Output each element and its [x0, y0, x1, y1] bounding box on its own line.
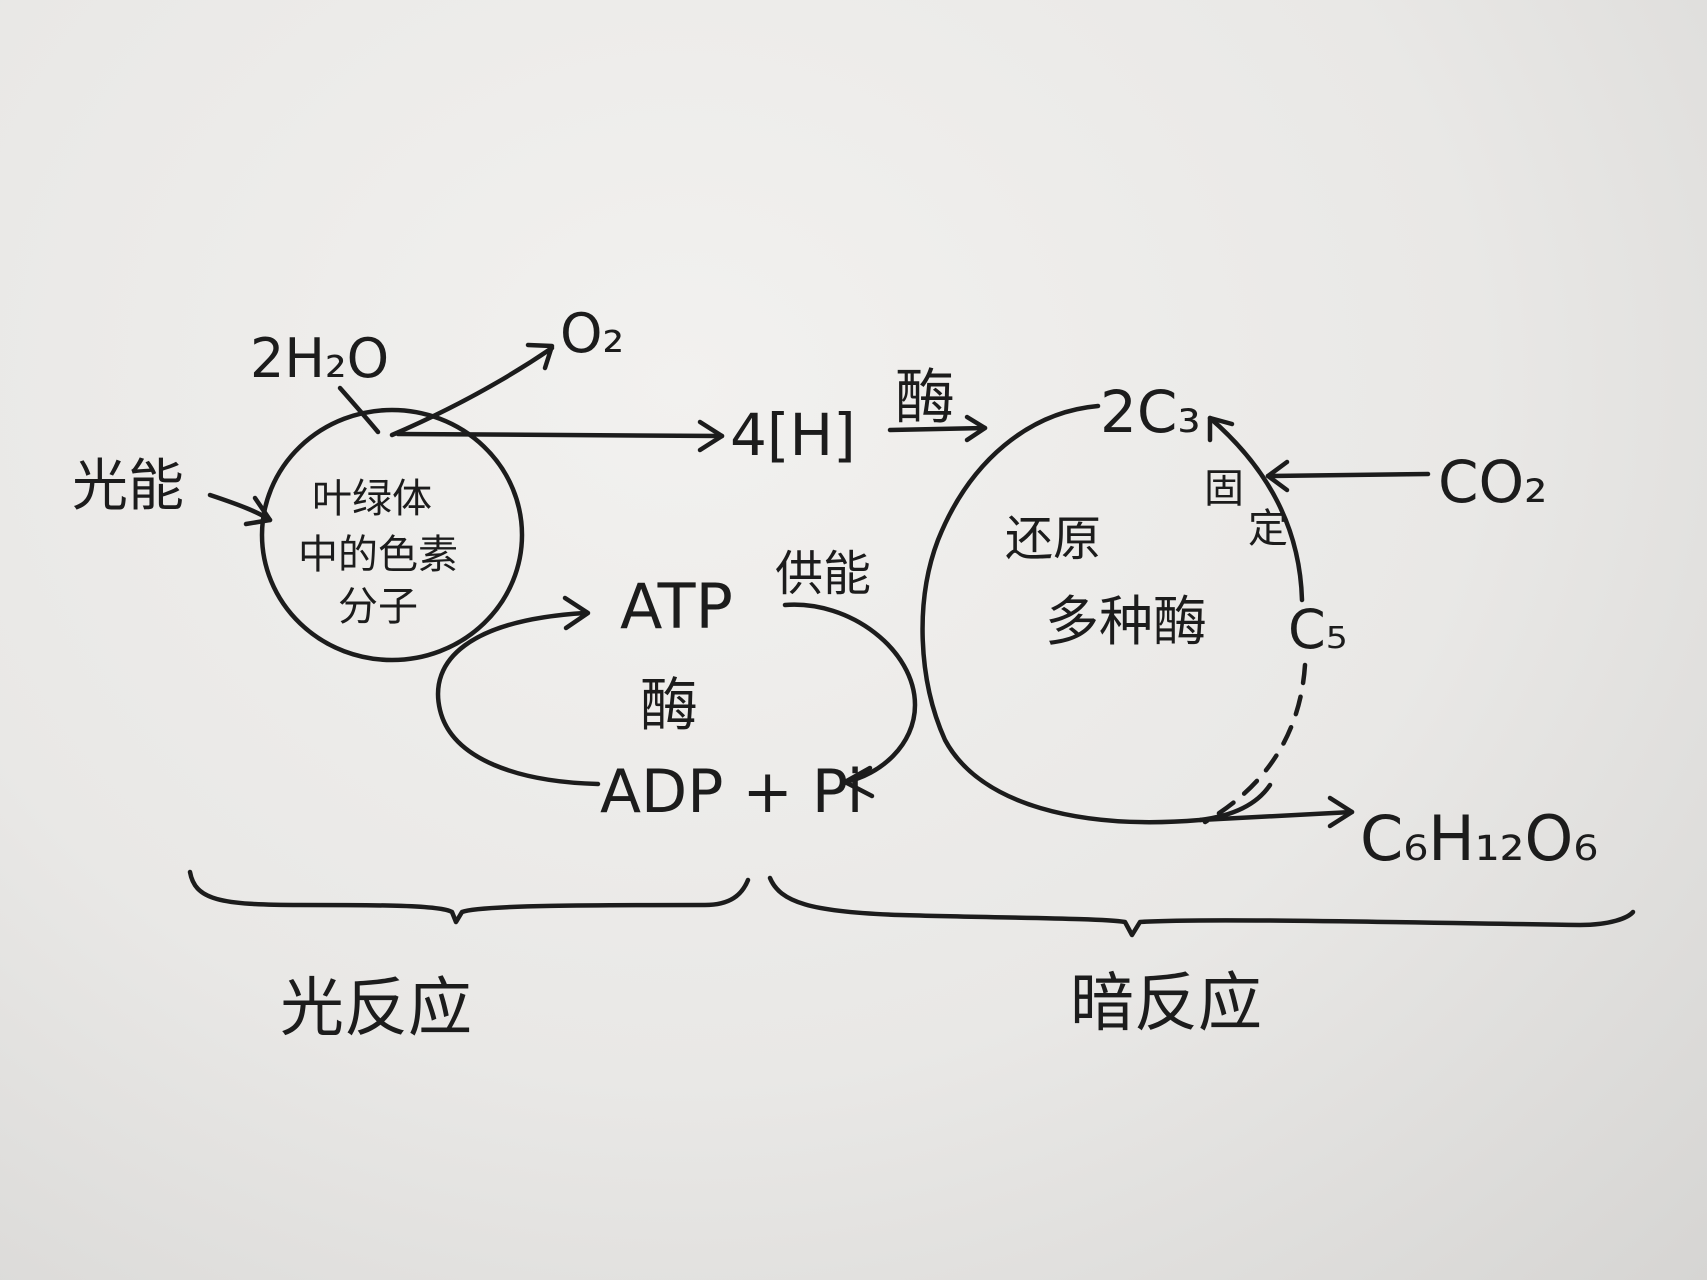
atp-label: ATP: [620, 570, 733, 643]
h-arrow-line: [395, 431, 725, 439]
h-arrow-head: [697, 419, 725, 453]
light-arrow-head: [243, 495, 273, 527]
o2-arrow-head: [525, 342, 555, 371]
light-energy-label: 光能: [72, 454, 184, 519]
fixation-char2-label: 定: [1248, 506, 1288, 552]
c3-label: 2C₃: [1100, 378, 1201, 446]
c3-arrow-head: [1207, 415, 1235, 443]
fixation-line: [1207, 415, 1305, 603]
energy-supply-label: 供能: [775, 546, 871, 602]
light-reaction-brace: [187, 869, 751, 925]
c5-dashed-line: [1202, 662, 1308, 825]
atp-supply-curve: [782, 602, 918, 785]
dark-reaction-brace: [767, 875, 1636, 938]
enzyme-h-arrow-line: [887, 425, 988, 433]
pigment-line3: 分子: [338, 584, 418, 630]
reduction-line1-label: 还原: [1005, 511, 1101, 567]
water-label: 2H₂O: [250, 327, 389, 390]
co2-arrow-line: [1265, 471, 1431, 479]
pigment-circle: [259, 407, 525, 663]
adp-to-atp-loop: [435, 610, 601, 787]
adp-pi-label: ADP + Pi: [600, 757, 863, 827]
enzyme-h-label: 酶: [895, 363, 955, 433]
c6h12o6-arrow-head: [1327, 795, 1355, 829]
pigment-line2: 中的色素: [298, 532, 458, 578]
fixation-char1-label: 固: [1204, 466, 1244, 512]
adp-arrow-head: [842, 765, 875, 799]
water-to-circle-line: [337, 385, 381, 435]
hydrogen-label: 4[H]: [730, 401, 856, 469]
enzyme-atp-label: 酶: [640, 671, 698, 739]
enzyme-h-arrow-head: [964, 414, 988, 443]
c5-label: C₅: [1288, 598, 1347, 661]
pigment-line1: 叶绿体: [312, 476, 432, 522]
o2-arrow-line: [389, 345, 555, 438]
co2-arrow-head: [1265, 459, 1290, 493]
co2-label: CO₂: [1438, 448, 1547, 516]
oxygen-label: O₂: [560, 302, 624, 365]
atp-arrow-head: [562, 595, 591, 631]
dark-reaction-label: 暗反应: [1070, 967, 1262, 1041]
glucose-label: C₆H₁₂O₆: [1360, 802, 1598, 875]
c6h12o6-arrow-line: [1197, 809, 1355, 823]
light-reaction-label: 光反应: [280, 972, 472, 1046]
reduction-line2-label: 多种酶: [1045, 590, 1207, 653]
